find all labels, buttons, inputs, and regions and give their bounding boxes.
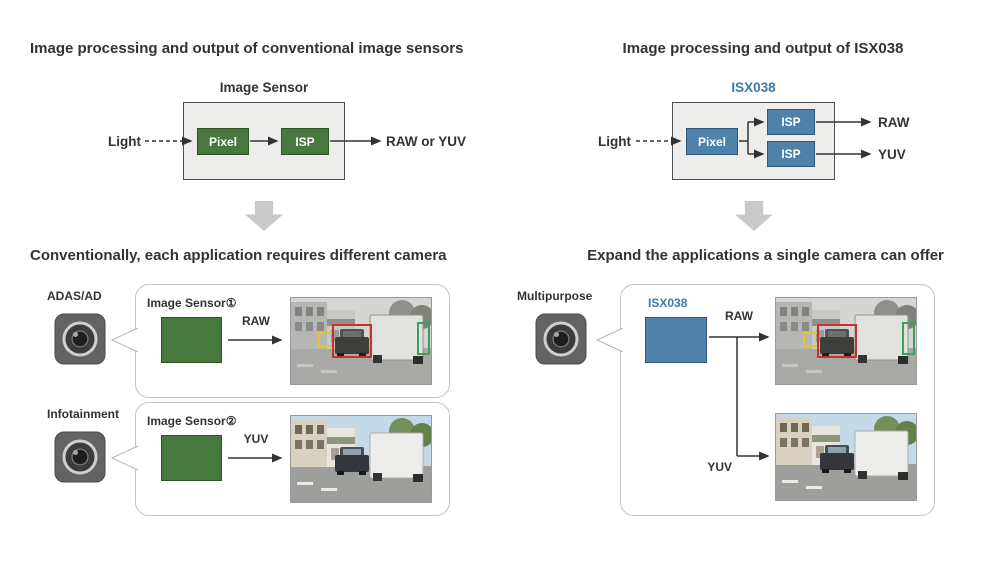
camera-icon-infotainment <box>54 431 106 483</box>
street-scene-yuv-image-left <box>290 415 432 503</box>
infotainment-sensor-label: Image Sensor② <box>147 414 237 428</box>
down-arrow-icon-right <box>735 201 773 231</box>
multipurpose-sensor-label: ISX038 <box>648 296 688 310</box>
camera-icon-adas <box>54 313 106 365</box>
light-label-right: Light <box>598 134 631 149</box>
street-scene-yuv-image-right <box>775 413 917 501</box>
pixel-box-isx038: Pixel <box>686 128 738 155</box>
isp-box-top: ISP <box>767 109 815 135</box>
multipurpose-yuv-label: YUV <box>707 460 732 474</box>
street-scene-raw-image-right <box>775 297 917 385</box>
image-sensor-title: Image Sensor <box>219 80 309 95</box>
isp-box-bottom: ISP <box>767 141 815 167</box>
output-label-left: RAW or YUV <box>386 134 467 149</box>
multipurpose-label: Multipurpose <box>517 289 593 303</box>
pixel-box: Pixel <box>197 128 249 155</box>
isp-box: ISP <box>281 128 329 155</box>
left-top-title: Image processing and output of conventio… <box>30 40 464 57</box>
right-top-title: Image processing and output of ISX038 <box>622 40 904 57</box>
infotainment-sensor-chip <box>161 435 222 481</box>
adas-signal-label: RAW <box>242 314 270 328</box>
yuv-output-label: YUV <box>878 147 906 162</box>
down-arrow-icon-left <box>245 201 283 231</box>
adas-sensor-label: Image Sensor① <box>147 296 237 310</box>
isx038-title: ISX038 <box>731 80 776 95</box>
street-scene-raw-image-left <box>290 297 432 385</box>
light-label-left: Light <box>108 134 141 149</box>
raw-output-label: RAW <box>878 115 910 130</box>
adas-label: ADAS/AD <box>47 289 102 303</box>
left-bottom-title: Conventionally, each application require… <box>30 247 447 264</box>
multipurpose-sensor-chip <box>645 317 707 363</box>
infotainment-signal-label: YUV <box>243 432 269 446</box>
multipurpose-raw-label: RAW <box>725 309 753 323</box>
right-bottom-title: Expand the applications a single camera … <box>587 247 944 264</box>
camera-icon-multipurpose <box>535 313 587 365</box>
infotainment-label: Infotainment <box>47 407 119 421</box>
adas-sensor-chip <box>161 317 222 363</box>
